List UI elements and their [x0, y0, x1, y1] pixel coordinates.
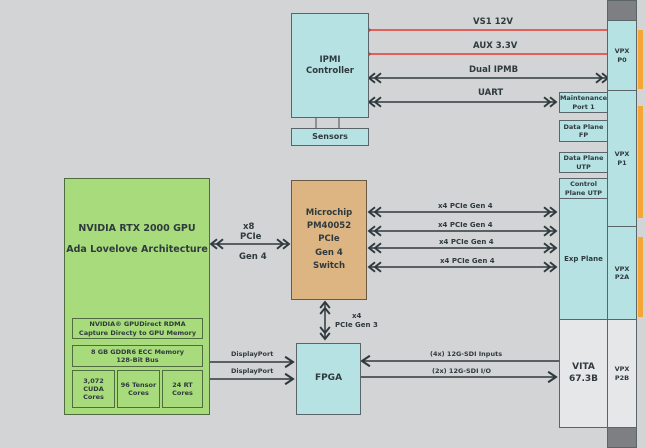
vpx-p1-block: VPX P1: [607, 90, 637, 227]
maintenance-line1: Maintenance: [559, 94, 608, 103]
exp-plane-block: Exp Plane: [559, 198, 608, 320]
rdma-line2: Capture Directy to GPU Memory: [78, 328, 197, 337]
data-utp-line1: Data Plane: [563, 154, 604, 163]
vita-line2: 67.3B: [568, 373, 599, 384]
sdi-inputs-label: (4x) 12G-SDI Inputs: [430, 350, 503, 358]
aux-3v3-label: AUX 3.3V: [473, 41, 518, 51]
vpx-p2b-line1: VPX: [614, 365, 630, 374]
connector-cap-top: [607, 0, 637, 21]
rt-cores-block: 24 RT Cores: [162, 370, 203, 408]
rdma-line1: NVIDIA® GPUDirect RDMA: [89, 320, 186, 329]
switch-line: PM40052: [306, 221, 352, 232]
vpx-p0-block: VPX P0: [607, 20, 637, 91]
ipmi-subtitle: Controller: [305, 65, 354, 76]
p2a-orange-marker: [638, 237, 643, 317]
gpudirect-rdma-block: NVIDIA® GPUDirect RDMA Capture Directy t…: [72, 318, 203, 339]
vpx-p2b-block: VPX P2B: [607, 319, 637, 428]
dual-ipmb-label: Dual IPMB: [469, 65, 519, 75]
memory-line1: 8 GB GDDR6 ECC Memory: [90, 347, 185, 356]
gpu-memory-block: 8 GB GDDR6 ECC Memory 128-Bit Bus: [72, 345, 203, 367]
switch-line: Switch: [312, 260, 346, 271]
switch-line: Gen 4: [315, 247, 343, 258]
cuda-cores-block: 3,072 CUDA Cores: [72, 370, 115, 408]
fpga-link-pcie: PCIe Gen 3: [335, 321, 378, 329]
gpu-link-x8: x8: [243, 222, 255, 232]
vita-block: VITA 67.3B: [559, 319, 608, 428]
vs1-12v-label: VS1 12V: [473, 17, 513, 27]
gpu-title: NVIDIA RTX 2000 GPU: [78, 223, 196, 234]
rt-cores-line2: Cores: [172, 389, 193, 397]
tensor-cores-line1: 96 Tensor: [120, 380, 157, 389]
switch-line: PCIe: [318, 234, 340, 245]
gpu-link-gen: Gen 4: [239, 252, 267, 262]
vpx-p2a-line1: VPX: [614, 264, 630, 273]
control-utp-line2: Plane UTP: [564, 188, 603, 197]
displayport-label: DisplayPort: [231, 367, 274, 375]
data-utp-line2: UTP: [576, 162, 591, 171]
uart-label: UART: [478, 88, 504, 98]
switch-link-label: x4 PCIe Gen 4: [438, 221, 493, 229]
sensors-label: Sensors: [312, 132, 348, 141]
data-plane-fp-block: Data Plane FP: [559, 120, 608, 142]
control-plane-utp-block: Control Plane UTP: [559, 178, 608, 199]
ipmi-controller-block: IPMI Controller: [291, 13, 369, 118]
fpga-label: FPGA: [314, 373, 343, 384]
vpx-p2b-line2: P2B: [614, 373, 630, 382]
data-fp-line2: FP: [578, 131, 589, 139]
sensors-block: Sensors: [291, 128, 369, 146]
ipmi-title: IPMI: [319, 54, 341, 65]
vpx-p1-line1: VPX: [614, 150, 630, 159]
gpu-link-pcie: PCIe: [240, 232, 262, 242]
vpx-p2a-line2: P2A: [614, 273, 630, 281]
data-fp-line1: Data Plane: [563, 122, 604, 131]
fpga-link-x4: x4: [352, 312, 362, 320]
vpx-p0-line2: P0: [617, 55, 627, 64]
exp-plane-label: Exp Plane: [564, 254, 603, 263]
displayport-label: DisplayPort: [231, 350, 274, 358]
vpx-p2a-block: VPX P2A: [607, 226, 637, 320]
sdi-io-label: (2x) 12G-SDI I/O: [432, 367, 492, 375]
connector-cap-bottom: [607, 427, 637, 448]
maintenance-port-block: Maintenance Port 1: [559, 92, 608, 113]
cuda-cores-line1: 3,072 CUDA: [83, 376, 104, 393]
switch-link-label: x4 PCIe Gen 4: [438, 202, 493, 210]
control-utp-line1: Control: [570, 180, 597, 189]
tensor-cores-line2: Cores: [128, 389, 149, 397]
switch-link-label: x4 PCIe Gen 4: [439, 238, 494, 246]
vpx-p1-line2: P1: [617, 158, 627, 167]
vpx-p0-line1: VPX: [614, 47, 630, 56]
pcie-switch-block: Microchip PM40052 PCIe Gen 4 Switch: [291, 180, 367, 300]
switch-line: Microchip: [305, 208, 353, 219]
p0-orange-marker: [638, 30, 643, 89]
vita-line1: VITA: [572, 362, 595, 373]
p1-orange-marker: [638, 106, 643, 218]
switch-link-label: x4 PCIe Gen 4: [440, 257, 495, 265]
cuda-cores-line2: Cores: [83, 393, 104, 402]
fpga-block: FPGA: [296, 343, 361, 415]
tensor-cores-block: 96 Tensor Cores: [117, 370, 160, 408]
gpu-subtitle: Ada Lovelove Architecture: [66, 243, 208, 255]
rt-cores-line1: 24 RT: [172, 380, 193, 389]
maintenance-line2: Port 1: [572, 102, 595, 111]
data-plane-utp-block: Data Plane UTP: [559, 152, 608, 173]
memory-line2: 128-Bit Bus: [116, 356, 159, 364]
